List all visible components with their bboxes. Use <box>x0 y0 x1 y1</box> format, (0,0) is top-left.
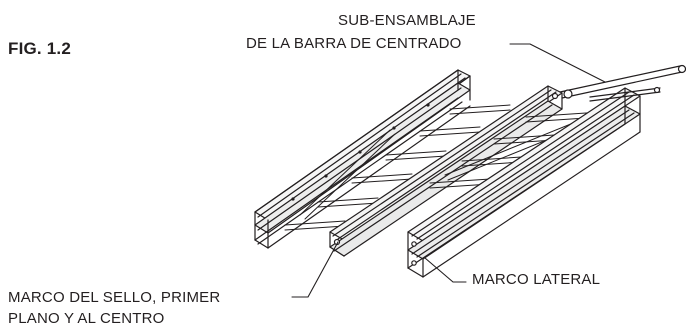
callout-seal-frame-line1: MARCO DEL SELLO, PRIMER <box>8 289 221 306</box>
figure-title: FIG. 1.2 <box>8 39 72 58</box>
centering-bar <box>559 64 686 102</box>
leader-lines <box>291 43 606 298</box>
callout-seal-frame-line2: PLANO Y AL CENTRO <box>8 310 165 327</box>
back-rail <box>254 69 471 249</box>
callout-side-frame: MARCO LATERAL <box>472 271 601 288</box>
side-frame <box>407 87 641 278</box>
seal-frame <box>329 85 563 257</box>
callout-centering-bar-line2: DE LA BARRA DE CENTRADO <box>246 35 462 52</box>
callout-centering-bar-line1: SUB-ENSAMBLAJE <box>338 12 476 29</box>
ladder-rungs <box>284 104 511 231</box>
